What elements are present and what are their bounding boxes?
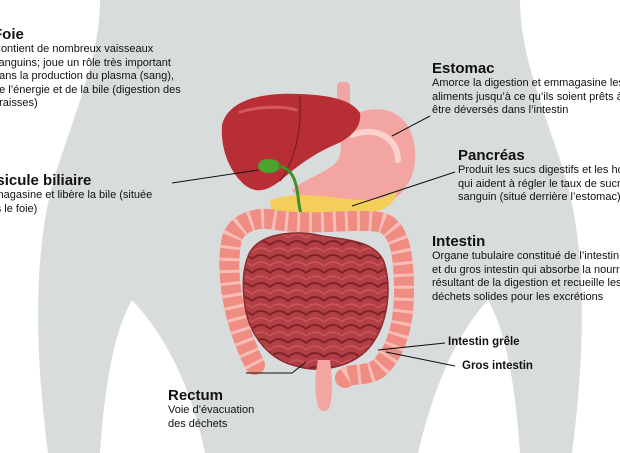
stomach-label: Estomac Amorce la digestion et emmagasin… (432, 60, 620, 118)
pancreas-title: Pancréas (458, 147, 620, 164)
rectum-title: Rectum (168, 387, 254, 404)
liver-desc-1: Contient de nombreux vaisseaux (0, 43, 181, 57)
gallbladder-desc-1: Emmagasine et libère la bile (située (0, 189, 152, 203)
liver-desc-4: de l’énergie et de la bile (digestion de… (0, 84, 181, 98)
liver-desc-5: graisses) (0, 97, 181, 111)
small-intestine-title: Intestin grêle (448, 335, 520, 349)
rectum-label: Rectum Voie d’évacuation des déchets (168, 387, 254, 431)
pancreas-desc-2: qui aident à régler le taux de sucre (458, 178, 620, 192)
large-intestine-label: Gros intestin (462, 359, 533, 373)
rectum (315, 360, 332, 411)
intestine-desc-3: résultant de la digestion et recueille l… (432, 277, 620, 291)
large-intestine-title: Gros intestin (462, 359, 533, 373)
pancreas-desc-3: sanguin (situé derrière l’estomac) (458, 191, 620, 205)
stomach-desc-2: aliments jusqu’à ce qu’ils soient prêts … (432, 91, 620, 105)
rectum-desc-2: des déchets (168, 418, 254, 432)
intestine-desc-4: déchets solides pour les excrétions (432, 291, 620, 305)
rectum-desc-1: Voie d’évacuation (168, 404, 254, 418)
intestine-desc-2: et du gros intestin qui absorbe la nourr… (432, 264, 620, 278)
intestine-label: Intestin Organe tubulaire constitué de l… (432, 233, 620, 304)
pancreas-desc-1: Produit les sucs digestifs et les hormon… (458, 164, 620, 178)
liver-label: Foie Contient de nombreux vaisseaux sang… (0, 26, 181, 111)
intestine-title: Intestin (432, 233, 620, 250)
gallbladder-desc-2: sous le foie) (0, 203, 152, 217)
liver-title: Foie (0, 26, 181, 43)
small-intestine-label: Intestin grêle (448, 335, 520, 349)
intestine-desc-1: Organe tubulaire constitué de l’intestin… (432, 250, 620, 264)
stomach-desc-3: être déversés dans l’intestin (432, 104, 620, 118)
stomach-desc-1: Amorce la digestion et emmagasine les (432, 77, 620, 91)
liver-desc-2: sanguins; joue un rôle très important (0, 57, 181, 71)
pancreas-label: Pancréas Produit les sucs digestifs et l… (458, 147, 620, 205)
liver-desc-3: dans la production du plasma (sang), (0, 70, 181, 84)
gallbladder-title: Vésicule biliaire (0, 172, 152, 189)
stomach-title: Estomac (432, 60, 620, 77)
gallbladder-label: Vésicule biliaire Emmagasine et libère l… (0, 172, 152, 216)
small-intestine (243, 233, 388, 369)
